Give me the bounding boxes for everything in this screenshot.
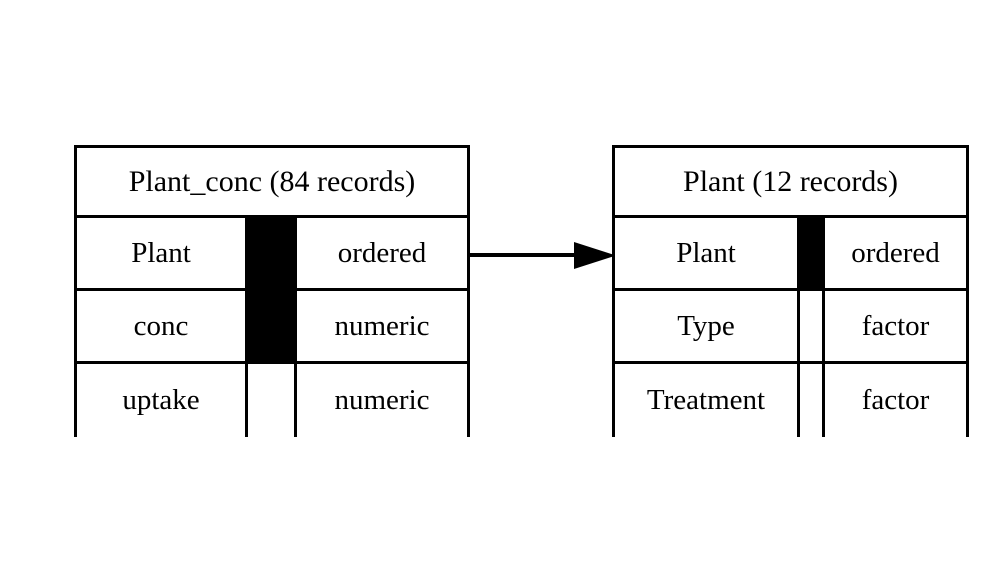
primary-key-marker-empty: [797, 364, 825, 437]
primary-key-marker: [245, 291, 297, 361]
field-type-cell: ordered: [825, 218, 966, 288]
entity-title-plant: Plant (12 records): [615, 148, 966, 218]
field-name-cell: conc: [77, 291, 245, 361]
field-name-cell: Type: [615, 291, 797, 361]
arrowhead-icon: [574, 242, 616, 269]
entity-field-list-plant: Plant ordered Type factor Treatment fact…: [615, 218, 966, 437]
field-type-cell: factor: [825, 364, 966, 437]
primary-key-marker: [245, 218, 297, 288]
table-row[interactable]: Type factor: [615, 291, 966, 364]
primary-key-marker: [797, 218, 825, 288]
field-name-cell: Plant: [77, 218, 245, 288]
entity-field-list-plant-conc: Plant ordered conc numeric uptake numeri…: [77, 218, 467, 437]
table-row[interactable]: uptake numeric: [77, 364, 467, 437]
table-row[interactable]: Plant ordered: [77, 218, 467, 291]
field-name-cell: Plant: [615, 218, 797, 288]
primary-key-marker-empty: [245, 364, 297, 437]
field-type-cell: ordered: [297, 218, 467, 288]
entity-table-plant[interactable]: Plant (12 records) Plant ordered Type fa…: [612, 145, 969, 437]
table-row[interactable]: Plant ordered: [615, 218, 966, 291]
entity-title-plant-conc: Plant_conc (84 records): [77, 148, 467, 218]
field-type-cell: factor: [825, 291, 966, 361]
field-name-cell: uptake: [77, 364, 245, 437]
relationship-arrow-icon: [468, 242, 616, 269]
field-name-cell: Treatment: [615, 364, 797, 437]
primary-key-marker-empty: [797, 291, 825, 361]
table-row[interactable]: Treatment factor: [615, 364, 966, 437]
table-row[interactable]: conc numeric: [77, 291, 467, 364]
field-type-cell: numeric: [297, 291, 467, 361]
entity-table-plant-conc[interactable]: Plant_conc (84 records) Plant ordered co…: [74, 145, 470, 437]
field-type-cell: numeric: [297, 364, 467, 437]
